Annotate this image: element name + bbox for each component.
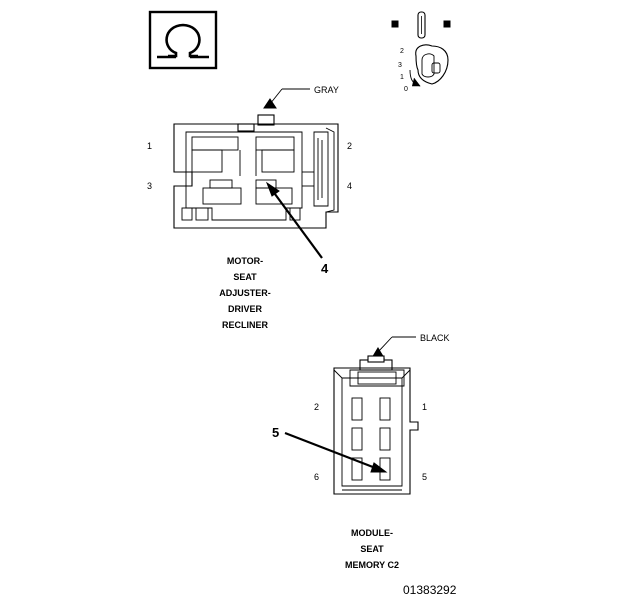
connector-1-callout-number: 4 — [321, 261, 329, 276]
connector-2-pin-2-label: 2 — [314, 402, 319, 412]
callout-4-arrow — [265, 181, 323, 259]
connector-1-caption-line: ADJUSTER- — [219, 288, 271, 298]
connector-2-pin-1-label: 1 — [422, 402, 427, 412]
connector-2-pin-5-label: 5 — [422, 472, 427, 482]
connector-2-caption-line: SEAT — [360, 544, 384, 554]
connector-2-caption-line: MEMORY C2 — [345, 560, 399, 570]
key-position-0: 0 — [404, 86, 408, 93]
key-position-3: 3 — [398, 62, 402, 69]
connector-1-color-label: GRAY — [314, 85, 339, 95]
connector-1-caption: MOTOR- SEAT ADJUSTER- DRIVER RECLINER — [219, 256, 271, 330]
callout-5-arrow — [284, 431, 388, 473]
connector-1-caption-line: RECLINER — [222, 320, 269, 330]
ignition-key-icon — [391, 11, 451, 87]
connector-1-caption-line: SEAT — [233, 272, 257, 282]
omega-symbol-icon — [148, 10, 218, 70]
connector-2-caption-line: MODULE- — [351, 528, 393, 538]
connector-1-pin-3-label: 3 — [147, 181, 152, 191]
connector-2-pin-6-label: 6 — [314, 472, 319, 482]
key-position-1: 1 — [400, 74, 404, 81]
connector-1-pin-1-label: 1 — [147, 141, 152, 151]
connector-2-housing — [333, 336, 419, 495]
connector-1-caption-line: DRIVER — [228, 304, 263, 314]
connector-1-caption-line: MOTOR- — [227, 256, 263, 266]
figure-id: 01383292 — [403, 583, 457, 597]
connector-1-pin-4-label: 4 — [347, 181, 352, 191]
key-position-2: 2 — [400, 48, 404, 55]
connector-2-callout-number: 5 — [272, 425, 279, 440]
connector-1-housing — [173, 88, 339, 229]
connector-2-color-label: BLACK — [420, 333, 450, 343]
connector-1-pin-2-label: 2 — [347, 141, 352, 151]
connector-2-caption: MODULE- SEAT MEMORY C2 — [345, 528, 399, 570]
